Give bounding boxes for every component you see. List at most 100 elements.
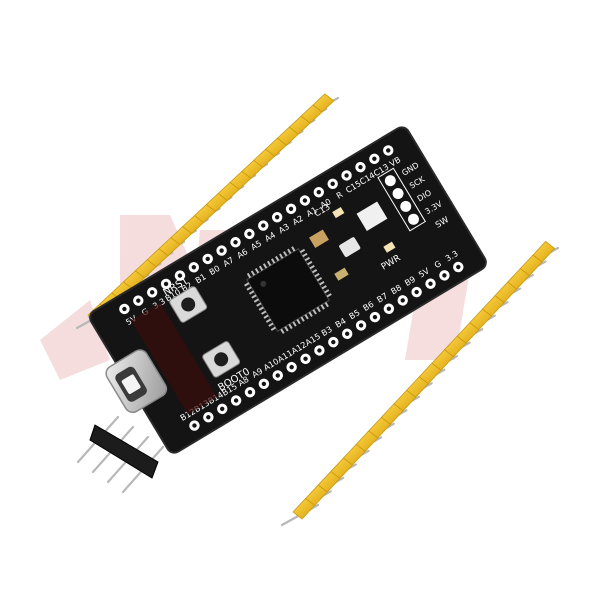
- chip-pin: [287, 248, 292, 254]
- pad-hole: [317, 348, 322, 353]
- pin-label: B5: [347, 307, 361, 321]
- pin-label: A3: [277, 221, 291, 235]
- pad-hole: [219, 248, 224, 253]
- pad-hole: [274, 214, 280, 220]
- pin-label: G: [140, 306, 151, 318]
- chip-pin: [291, 246, 296, 252]
- pin-label: B7: [375, 291, 389, 305]
- pad-hole: [233, 240, 238, 245]
- pin-label: B6: [361, 299, 375, 313]
- pad-hole: [247, 389, 253, 395]
- chip-pin: [244, 282, 250, 287]
- black-plastic-body: [89, 424, 159, 479]
- chip-pin: [266, 260, 272, 267]
- chip-pin: [254, 268, 260, 274]
- chip-pin: [312, 309, 317, 315]
- chip-pin: [308, 311, 313, 317]
- pwr-led: [383, 241, 396, 253]
- pin-label: A0: [318, 196, 332, 210]
- chip-pin: [307, 260, 313, 266]
- chip-pin: [316, 306, 321, 313]
- chip-pin: [250, 270, 256, 276]
- chip-pin: [265, 318, 272, 323]
- pad-hole: [275, 373, 280, 378]
- plastic-segment: [312, 93, 335, 113]
- pad-hole: [233, 398, 239, 403]
- pad-hole: [330, 181, 335, 187]
- pad-hole: [372, 314, 378, 320]
- pin-label: A2: [291, 213, 305, 227]
- pin-label: B1: [193, 271, 207, 285]
- pin-label: B8: [389, 282, 403, 296]
- pad-hole: [400, 298, 405, 303]
- chip-pin: [261, 310, 267, 315]
- pad-hole: [163, 281, 169, 287]
- pad-hole: [220, 406, 225, 412]
- pin-label: A4: [263, 230, 277, 244]
- pin-header-4pin: [76, 415, 165, 494]
- pad-hole: [261, 223, 266, 228]
- boot0-button: [202, 341, 241, 378]
- square-component: [356, 201, 388, 231]
- swd-header: [377, 167, 427, 232]
- pad-hole: [386, 306, 392, 311]
- pad-hole: [302, 198, 308, 203]
- chip-pin: [283, 251, 288, 257]
- chip-pin: [299, 248, 306, 254]
- chip-pin: [256, 302, 262, 307]
- chip-pin: [253, 298, 260, 303]
- chip-pin: [319, 281, 325, 286]
- pad-hole: [191, 265, 197, 270]
- crystal-component: [309, 229, 329, 248]
- chip-pin: [288, 323, 293, 330]
- chip-pin: [268, 322, 274, 327]
- pad-hole: [372, 156, 377, 161]
- microcontroller-chip-icon: [244, 246, 332, 334]
- pad-hole: [122, 306, 127, 312]
- plastic-segment: [532, 240, 556, 263]
- chip-pin: [304, 256, 310, 262]
- chip-pin: [326, 293, 332, 298]
- chip-pin: [271, 258, 276, 264]
- pad-hole: [414, 289, 419, 295]
- pad-hole: [288, 206, 294, 212]
- chip-pin: [251, 294, 257, 299]
- pad-hole: [177, 273, 183, 278]
- chip-pin: [275, 255, 280, 262]
- pad-hole: [261, 381, 267, 387]
- pin-label: A1: [304, 205, 318, 219]
- nrst-button: [169, 286, 208, 323]
- pin-label: A5: [249, 238, 263, 252]
- pads-bottom-row: [189, 261, 464, 431]
- pin-label: A7: [221, 255, 235, 269]
- chip-pin: [316, 277, 323, 282]
- chip-pin: [270, 326, 277, 331]
- chip-pin: [263, 314, 269, 319]
- silk-area: [131, 302, 217, 415]
- pad-hole: [344, 173, 349, 178]
- chip-pin: [262, 263, 268, 269]
- pin-label: B0: [207, 263, 221, 277]
- pad-hole: [316, 189, 322, 195]
- pcb-board-group: 5V G 3.3 B10 B2 B1 B0 A7 A6 A5 A4 A3 A2 …: [89, 126, 487, 454]
- chip-pin: [246, 272, 252, 279]
- chip-pin: [246, 286, 252, 291]
- chip-pin: [324, 301, 329, 308]
- pad-hole: [442, 273, 447, 278]
- pad-hole: [192, 423, 197, 428]
- pad-hole: [136, 298, 141, 303]
- chip-pin: [248, 290, 255, 295]
- chip-pin: [296, 318, 301, 325]
- pin-label: B4: [333, 316, 347, 330]
- chip-pin: [302, 252, 308, 258]
- pads-top-row: [119, 145, 394, 315]
- chip-pin: [324, 289, 330, 294]
- pin-header-left: [75, 93, 340, 330]
- pad-hole: [358, 164, 363, 170]
- chip-pin: [321, 285, 327, 290]
- pin-label: R: [334, 189, 344, 201]
- chip-pin: [304, 314, 309, 320]
- pad-hole: [303, 356, 308, 361]
